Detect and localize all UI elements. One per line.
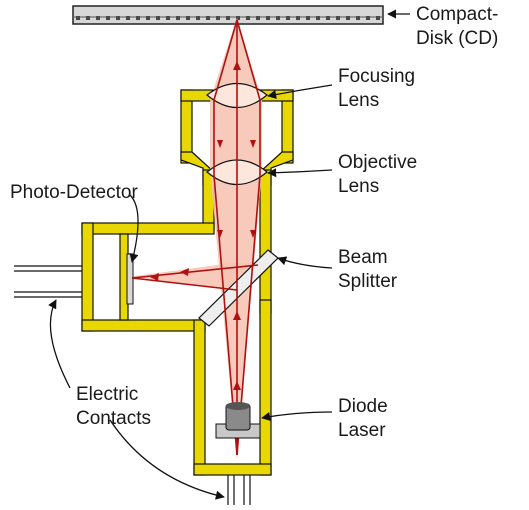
leader-lines — [48, 9, 410, 500]
svg-text:Splitter: Splitter — [338, 271, 398, 292]
compact-disk — [72, 5, 384, 25]
svg-text:Focusing: Focusing — [338, 66, 415, 87]
svg-text:Objective: Objective — [338, 152, 417, 173]
label-focusing-lens: Focusing Lens — [338, 66, 415, 111]
label-objective-lens: Objective Lens — [338, 152, 417, 197]
label-beam-splitter: Beam Splitter — [338, 247, 398, 292]
svg-text:Beam: Beam — [338, 247, 388, 268]
svg-text:Laser: Laser — [338, 420, 386, 441]
svg-text:Compact-: Compact- — [416, 4, 498, 25]
label-compact-disk: Compact- Disk (CD) — [416, 4, 498, 49]
svg-text:Diode: Diode — [338, 396, 388, 417]
label-electric-contacts: Electric Contacts — [76, 384, 151, 429]
svg-text:Disk (CD): Disk (CD) — [416, 28, 498, 49]
beam-splitter — [198, 249, 279, 327]
svg-text:Photo-Detector: Photo-Detector — [10, 182, 138, 203]
svg-text:Electric: Electric — [76, 384, 138, 405]
label-photo-detector: Photo-Detector — [10, 182, 138, 203]
diode-laser — [215, 402, 261, 439]
label-diode-laser: Diode Laser — [338, 396, 388, 441]
pickup-housing — [81, 89, 294, 476]
svg-text:Contacts: Contacts — [76, 408, 151, 429]
svg-text:Lens: Lens — [338, 176, 379, 197]
ray-arrows — [150, 61, 256, 390]
laser-beam-cone — [128, 18, 268, 460]
electric-contact-pins — [14, 265, 251, 505]
svg-text:Lens: Lens — [338, 90, 379, 111]
